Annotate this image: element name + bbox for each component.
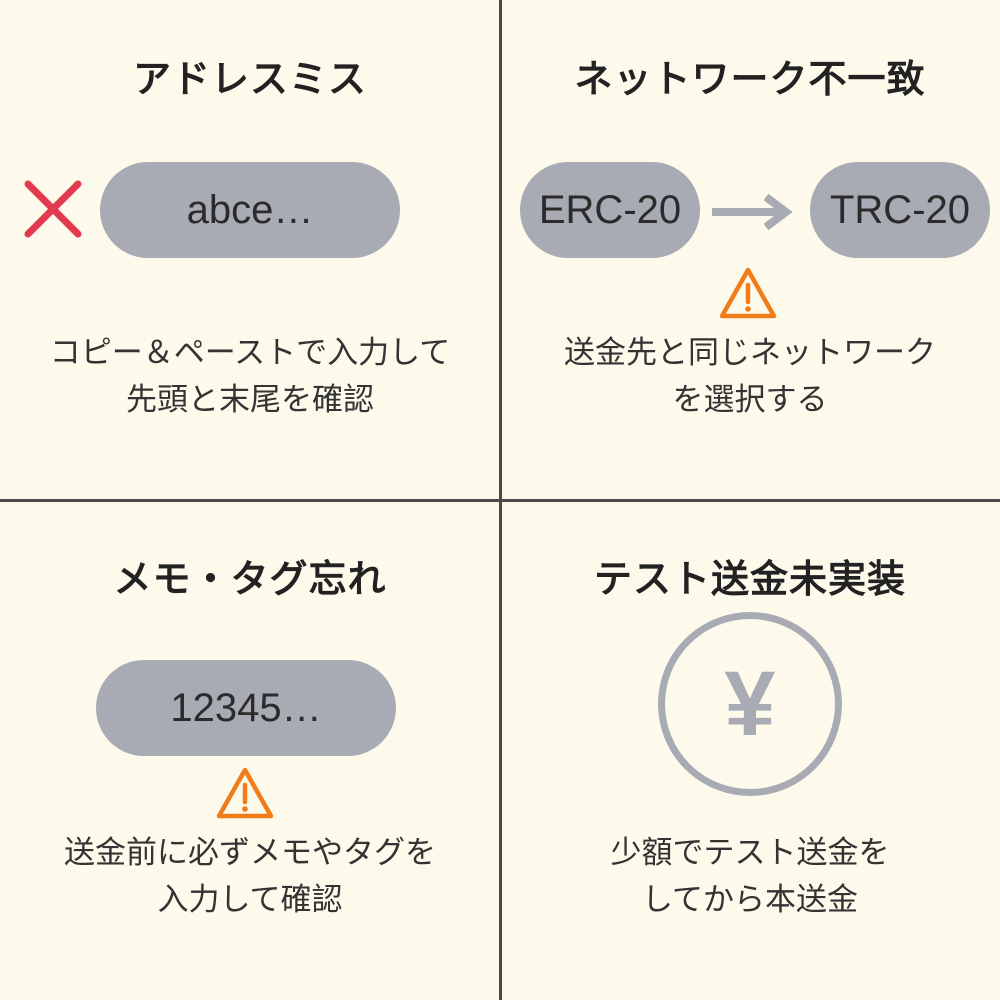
caption-line-2: を選択する xyxy=(672,382,828,418)
horizontal-divider xyxy=(0,499,1000,502)
panel-title: ネットワーク不一致 xyxy=(574,57,926,101)
panel-title: テスト送金未実装 xyxy=(593,557,906,601)
x-mark-icon xyxy=(24,180,82,238)
caption-line-2: 入力して確認 xyxy=(157,882,343,918)
caption-line-2: 先頭と末尾を確認 xyxy=(126,382,374,418)
panel-title: メモ・タグ忘れ xyxy=(113,557,387,601)
arrow-right-icon xyxy=(712,193,793,231)
panel-memo-tag: メモ・タグ忘れ 12345… 送金前に必ずメモやタグを 入力して確認 xyxy=(0,500,500,1000)
panel-address-mistake: アドレスミス abce… コピー＆ペーストで入力して 先頭と末尾を確認 xyxy=(0,0,500,500)
yen-symbol: ¥ xyxy=(724,653,776,755)
warning-icon xyxy=(719,267,777,319)
network-from-pill: ERC-20 xyxy=(520,162,700,258)
network-to-pill: TRC-20 xyxy=(810,162,990,258)
address-pill: abce… xyxy=(100,162,400,258)
caption-line-1: コピー＆ペーストで入力して xyxy=(49,335,451,371)
caption-line-1: 送金前に必ずメモやタグを xyxy=(64,835,436,871)
memo-pill: 12345… xyxy=(96,660,396,756)
caption-line-1: 少額でテスト送金を xyxy=(610,835,890,871)
warning-icon xyxy=(216,767,274,819)
caption-line-1: 送金先と同じネットワーク xyxy=(564,335,936,371)
yen-coin-icon: ¥ xyxy=(658,612,842,796)
caption-line-2: してから本送金 xyxy=(641,882,859,918)
panel-network-mismatch: ネットワーク不一致 ERC-20 TRC-20 送金先と同じネットワーク を選択… xyxy=(500,0,1000,500)
panel-test-transfer: テスト送金未実装 ¥ 少額でテスト送金を してから本送金 xyxy=(500,500,1000,1000)
panel-title: アドレスミス xyxy=(132,57,367,101)
